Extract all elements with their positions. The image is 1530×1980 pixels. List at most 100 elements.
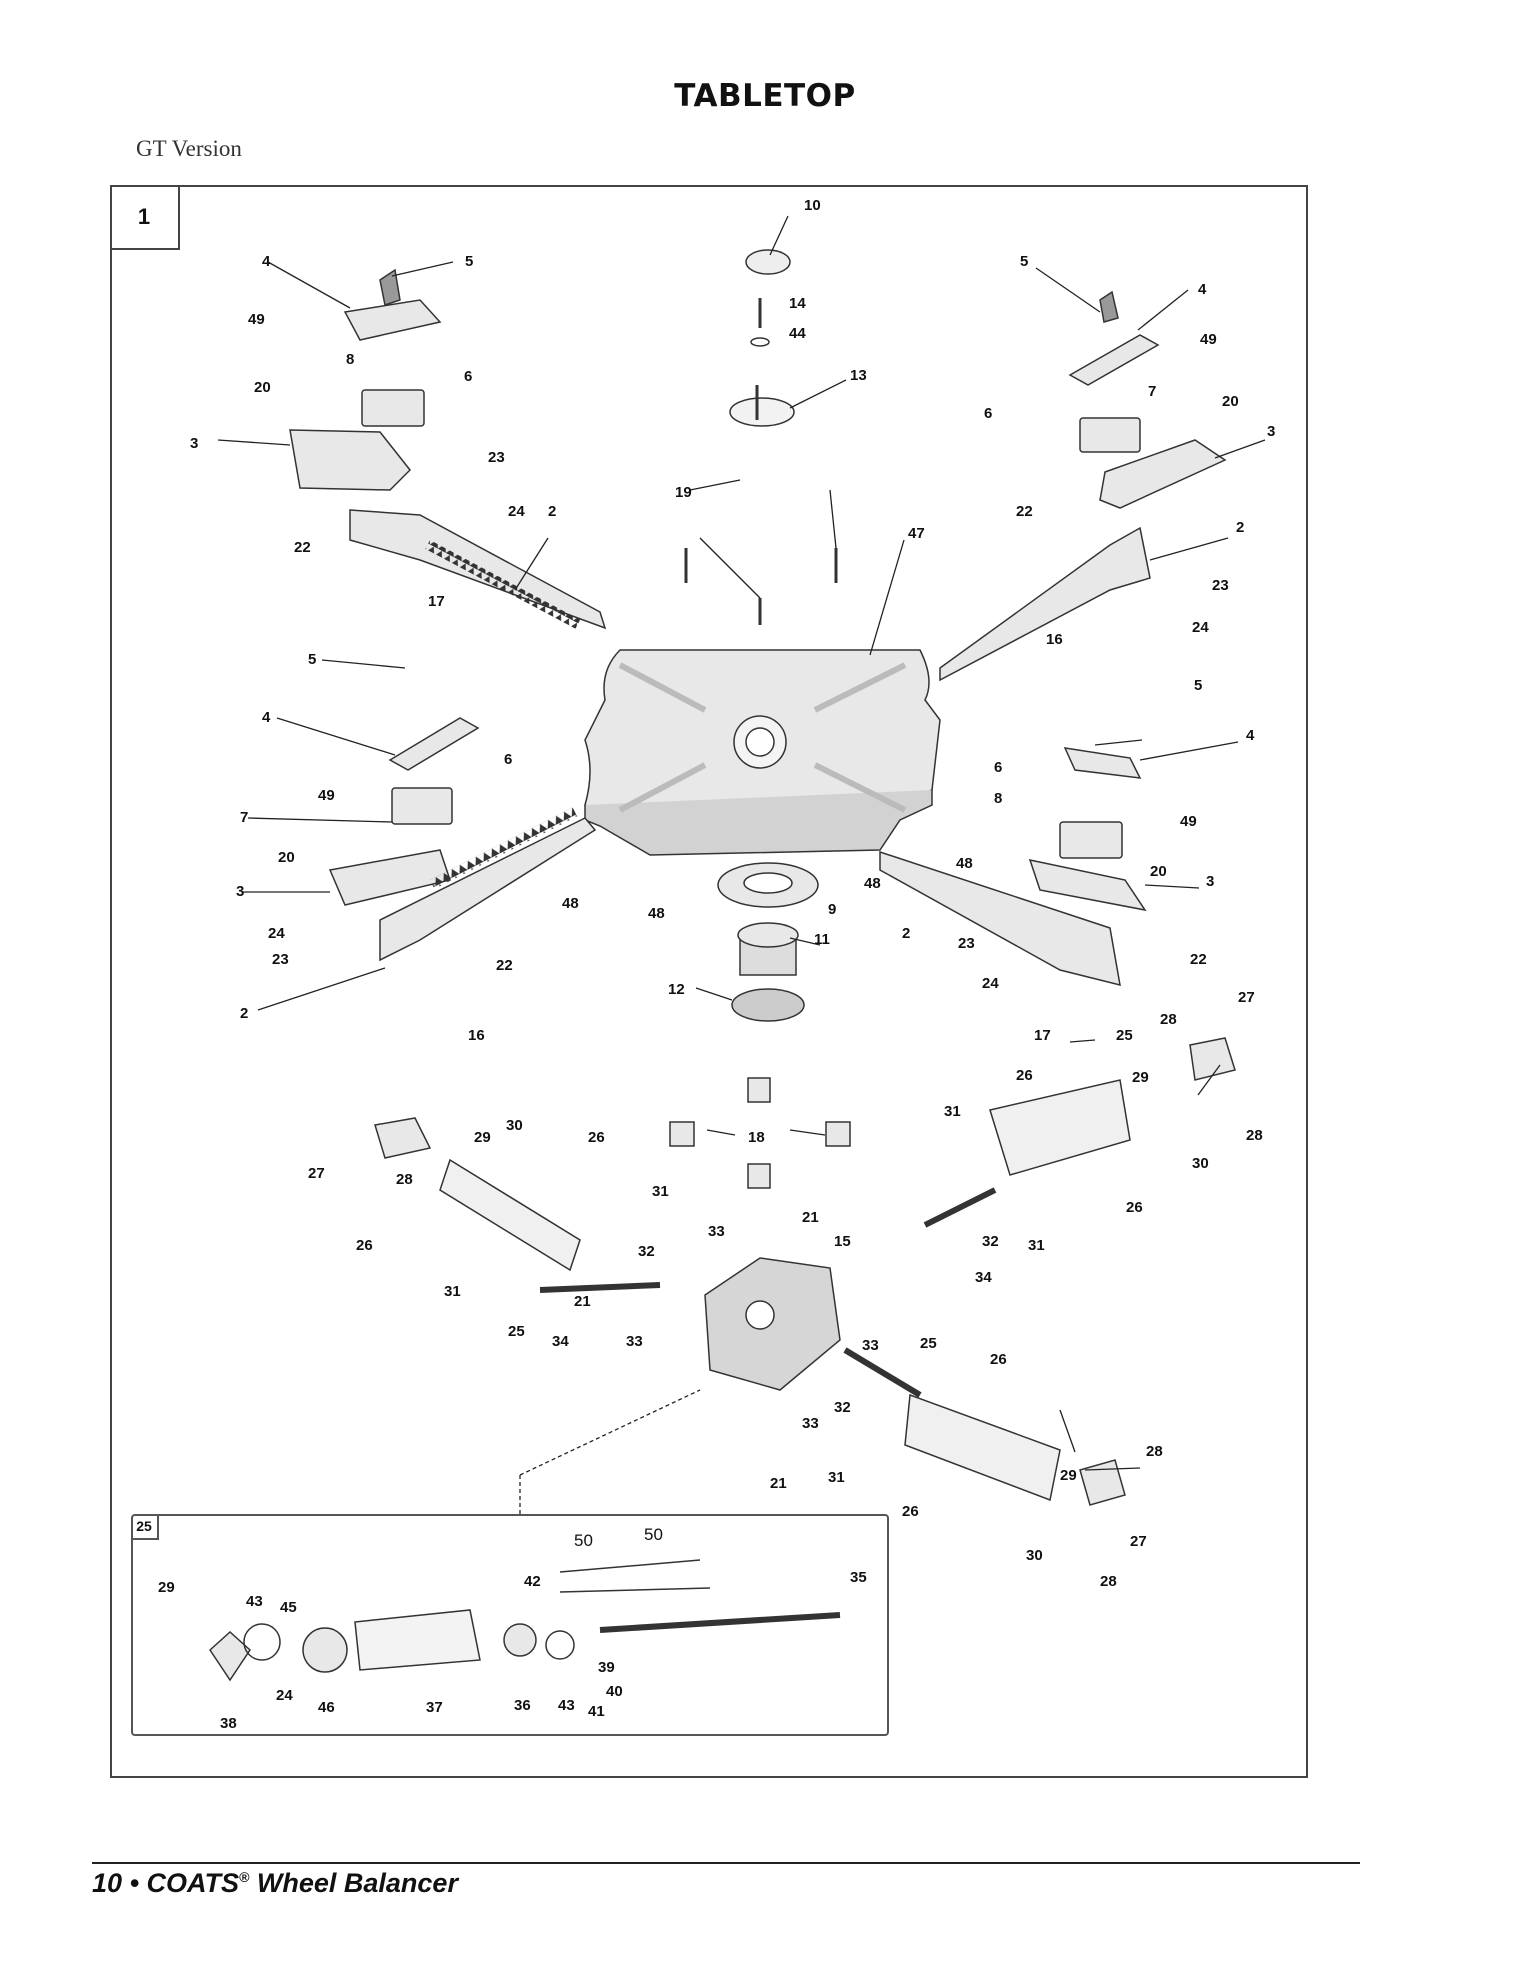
callout-18: 18 xyxy=(748,1129,765,1146)
rack-arm-lower-right xyxy=(879,850,1121,987)
callout-23c: 23 xyxy=(958,935,975,952)
callout-16: 16 xyxy=(1046,631,1063,648)
callout-10: 10 xyxy=(804,197,821,214)
callout-12: 12 xyxy=(668,981,685,998)
callout-26c: 26 xyxy=(1126,1199,1143,1216)
jaw-upper-right xyxy=(1068,334,1160,386)
callout-43b: 43 xyxy=(558,1697,575,1714)
callout-33d: 33 xyxy=(802,1415,819,1432)
callout-48d: 48 xyxy=(648,905,665,922)
callout-15: 15 xyxy=(834,1233,851,1250)
callout-27: 27 xyxy=(1238,989,1255,1006)
callout-29c: 29 xyxy=(1060,1467,1077,1484)
callout-24d: 24 xyxy=(982,975,999,992)
callout-25b: 25 xyxy=(508,1323,525,1340)
inset-tube-37 xyxy=(354,1609,481,1671)
callout-2c: 2 xyxy=(902,925,910,942)
callout-40: 40 xyxy=(606,1683,623,1700)
callout-37: 37 xyxy=(426,1699,443,1716)
callout-48b: 48 xyxy=(864,875,881,892)
callout-50: 50 xyxy=(574,1531,593,1550)
callout-32b: 32 xyxy=(638,1243,655,1260)
callout-28: 28 xyxy=(1160,1011,1177,1028)
callout-20c: 20 xyxy=(278,849,295,866)
callout-24: 24 xyxy=(508,503,525,520)
callout-27c: 27 xyxy=(1130,1533,1147,1550)
callout-16b: 16 xyxy=(468,1027,485,1044)
callout-22c: 22 xyxy=(1190,951,1207,968)
cylinder-upper-right xyxy=(989,1079,1131,1176)
callout-4: 4 xyxy=(262,253,271,270)
callout-5d: 5 xyxy=(1194,677,1202,694)
callout-8: 8 xyxy=(346,351,354,368)
callout-11: 11 xyxy=(814,931,830,948)
callout-17: 17 xyxy=(428,593,445,610)
callout-49c: 49 xyxy=(318,787,335,804)
callout-6c: 6 xyxy=(504,751,512,768)
callout-25: 25 xyxy=(1116,1027,1133,1044)
callout-2b: 2 xyxy=(1236,519,1244,536)
callout-32c: 32 xyxy=(834,1399,851,1416)
callout-42: 42 xyxy=(524,1573,541,1590)
registered-mark: ® xyxy=(239,1869,250,1885)
cap-part-10 xyxy=(745,249,791,275)
page-title: TABLETOP xyxy=(674,78,856,114)
callout-22b: 22 xyxy=(294,539,311,556)
slider-block-lower-right xyxy=(1059,821,1123,859)
rack-arm-upper-right xyxy=(939,526,1151,682)
callout-24e: 24 xyxy=(276,1687,293,1704)
callout-31d: 31 xyxy=(444,1283,461,1300)
callout-6d: 6 xyxy=(994,759,1002,776)
callout-24c: 24 xyxy=(268,925,285,942)
product-name: Wheel Balancer xyxy=(256,1868,458,1898)
diagram-frame xyxy=(110,185,1308,1778)
callout-29d: 29 xyxy=(158,1579,175,1596)
callout-28d: 28 xyxy=(1146,1443,1163,1460)
footer-bullet: • xyxy=(129,1868,140,1898)
callout-28c: 28 xyxy=(396,1171,413,1188)
callout-26f: 26 xyxy=(902,1503,919,1520)
callout-26b: 26 xyxy=(588,1129,605,1146)
callout-14: 14 xyxy=(789,295,806,312)
inset-number: 25 xyxy=(131,1514,159,1540)
callout-8b: 8 xyxy=(994,790,1002,807)
manifold-part-15 xyxy=(704,1257,841,1391)
end-cap-left xyxy=(374,1117,432,1159)
page-footer: 10 • COATS® Wheel Balancer xyxy=(92,1868,458,1899)
callout-47: 47 xyxy=(908,525,925,542)
brand-name: COATS xyxy=(146,1868,240,1898)
cube-18d xyxy=(747,1163,771,1189)
callout-26e: 26 xyxy=(990,1351,1007,1368)
callout-27b: 27 xyxy=(308,1165,325,1182)
callout-21b: 21 xyxy=(574,1293,591,1310)
callout-38: 38 xyxy=(220,1715,237,1732)
callout-28b: 28 xyxy=(1246,1127,1263,1144)
callout-20: 20 xyxy=(254,379,271,396)
callout-4b: 4 xyxy=(1198,281,1207,298)
callout-29b: 29 xyxy=(474,1129,491,1146)
callout-5: 5 xyxy=(465,253,473,270)
callout-17b: 17 xyxy=(1034,1027,1051,1044)
callout-26: 26 xyxy=(1016,1067,1033,1084)
callout-49: 49 xyxy=(248,311,265,328)
callout-25c: 25 xyxy=(920,1335,937,1352)
callout-30c: 30 xyxy=(1026,1547,1043,1564)
callout-24b: 24 xyxy=(1192,619,1209,636)
callout-50b: 50 xyxy=(644,1525,663,1544)
callout-3c: 3 xyxy=(236,883,244,900)
callout-33c: 33 xyxy=(862,1337,879,1354)
slider-block-lower-left xyxy=(391,787,453,825)
callout-2d: 2 xyxy=(240,1005,248,1022)
callout-30: 30 xyxy=(506,1117,523,1134)
callout-30b: 30 xyxy=(1192,1155,1209,1172)
callout-31e: 31 xyxy=(828,1469,845,1486)
callout-48: 48 xyxy=(956,855,973,872)
callout-28e: 28 xyxy=(1100,1573,1117,1590)
slider-block-upper-left xyxy=(361,389,425,427)
callout-34: 34 xyxy=(975,1269,992,1286)
callout-41: 41 xyxy=(588,1703,605,1720)
callout-29: 29 xyxy=(1132,1069,1149,1086)
callout-2: 2 xyxy=(548,503,556,520)
callout-6b: 6 xyxy=(984,405,992,422)
callout-22: 22 xyxy=(1016,503,1033,520)
